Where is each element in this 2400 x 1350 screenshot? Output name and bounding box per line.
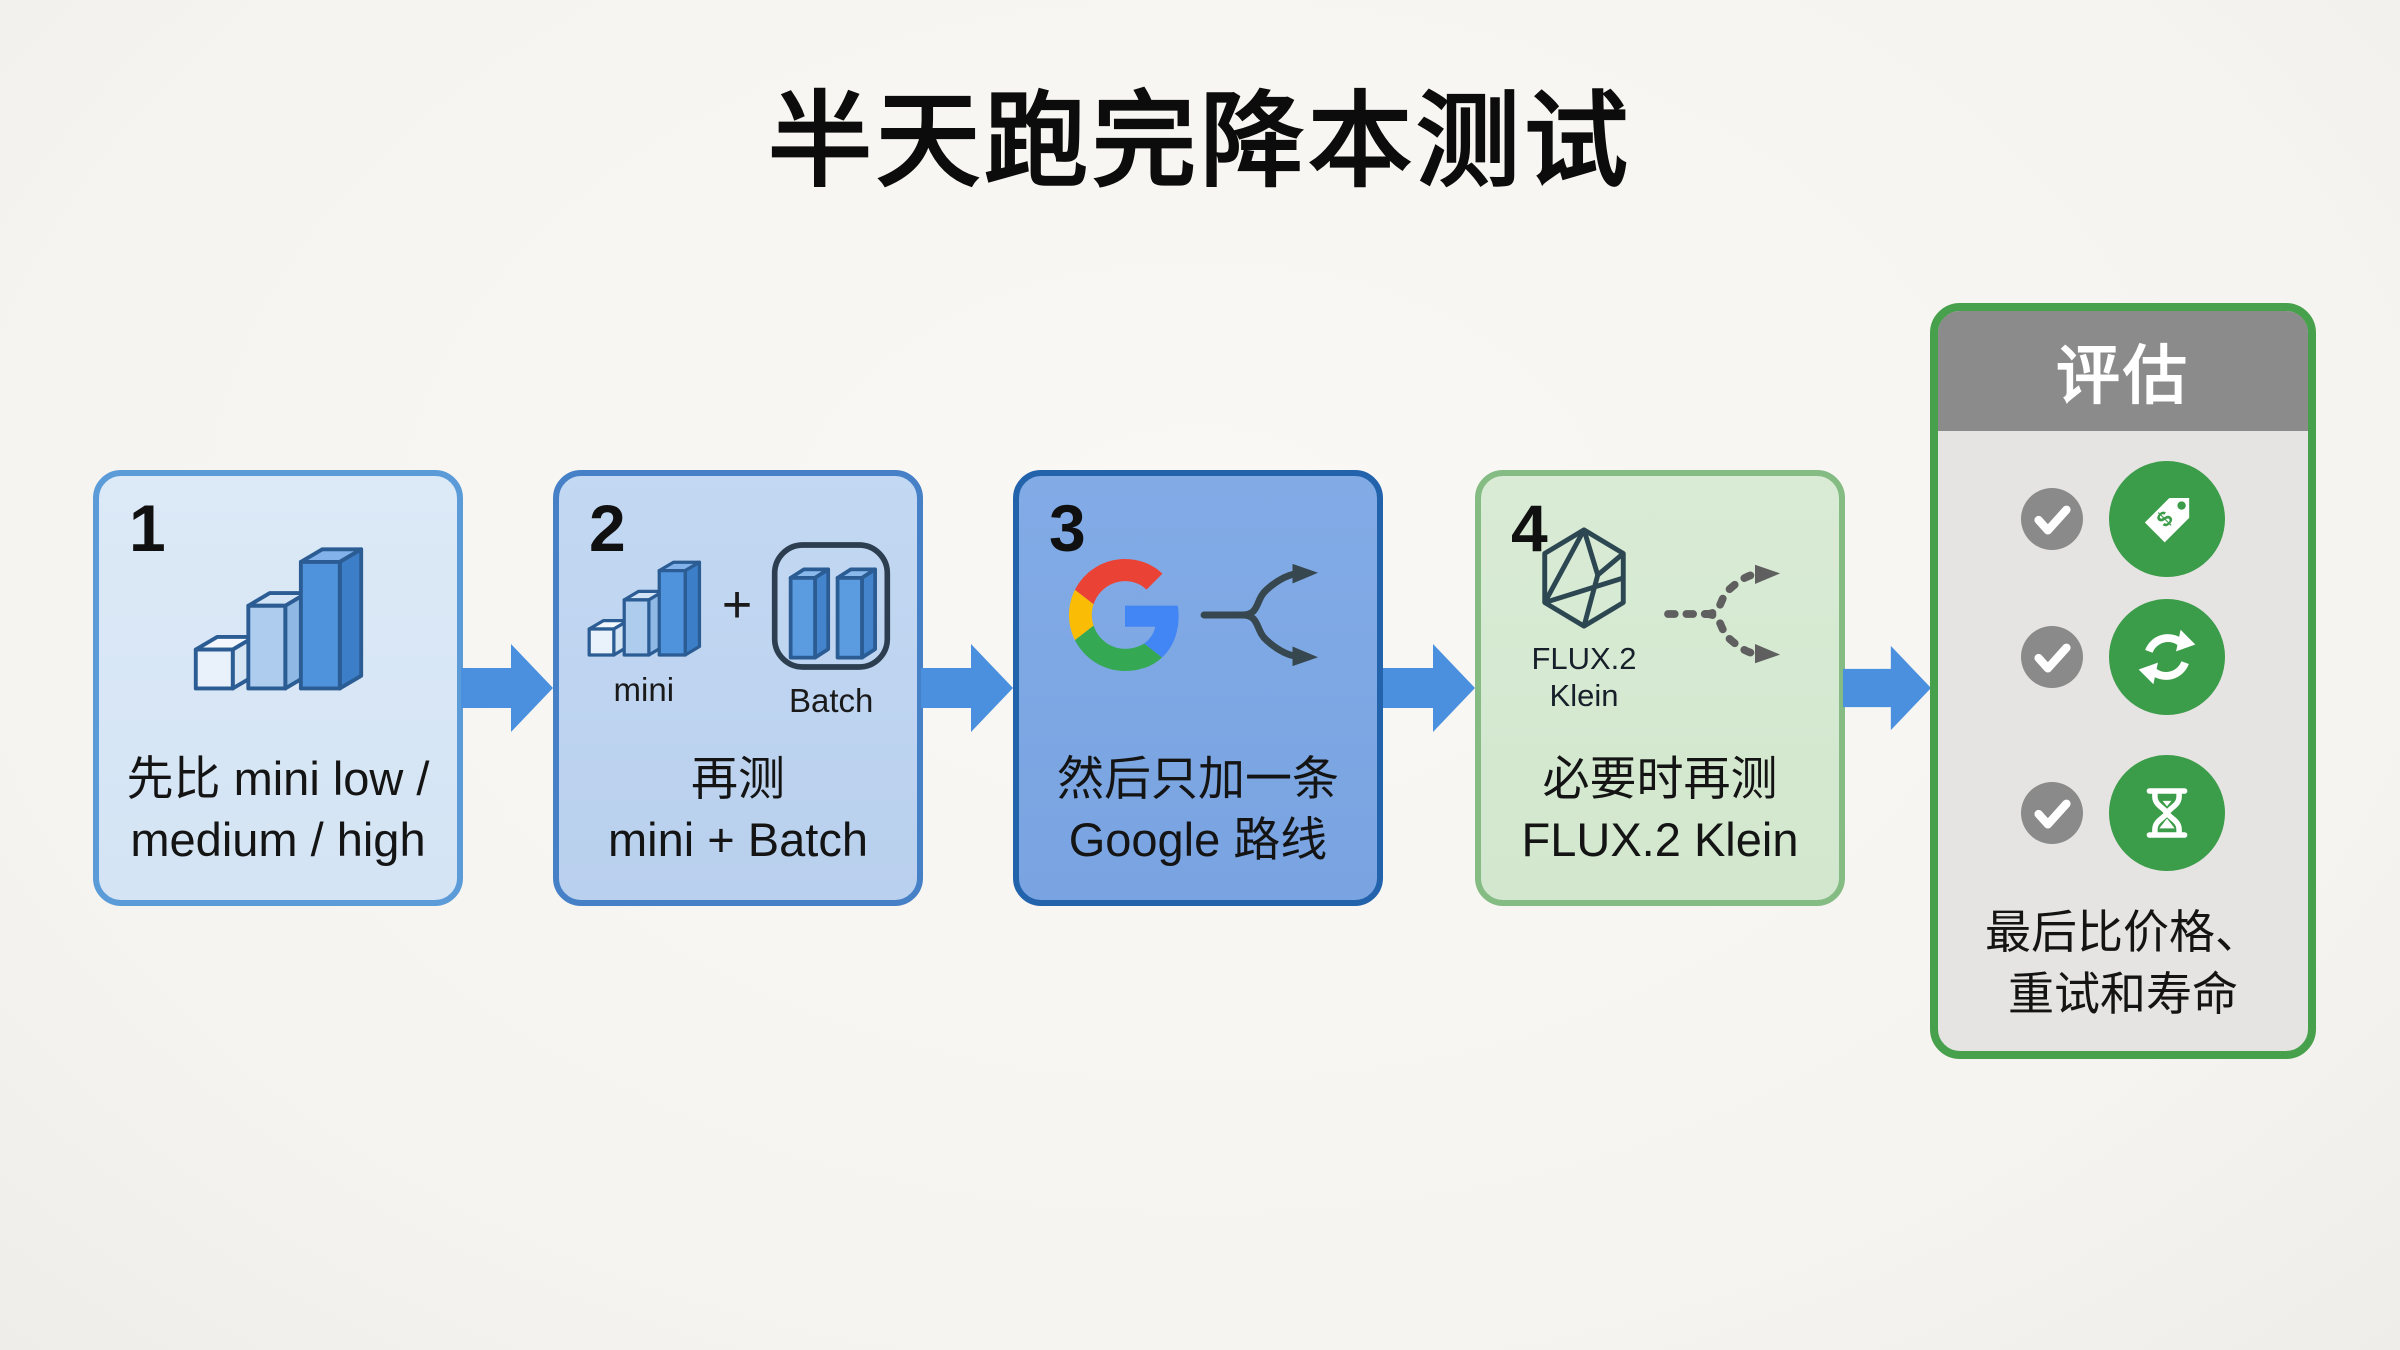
batch-icon-group: Batch <box>770 540 892 720</box>
step-2-number: 2 <box>589 491 626 565</box>
evaluation-caption: 最后比价格、 重试和寿命 <box>1938 901 2308 1025</box>
step-4-caption-line2: FLUX.2 Klein <box>1521 812 1799 866</box>
flow-arrow-1 <box>461 644 553 732</box>
checkmark-icon <box>2021 488 2083 550</box>
evaluation-caption-line1: 最后比价格、 <box>1985 905 2261 958</box>
flux-icon-group: FLUX.2 Klein <box>1531 524 1637 714</box>
step-3-caption-line1: 然后只加一条 <box>1057 751 1339 805</box>
evaluation-row-retry <box>1938 599 2308 715</box>
step-1-caption-line1: 先比 mini low / <box>126 751 430 805</box>
evaluation-header: 评估 <box>1938 311 2308 431</box>
dashed-fork-split-arrow-icon <box>1663 564 1780 664</box>
step-2-card: 2 mini + <box>553 470 923 906</box>
checkmark-icon <box>2021 626 2083 688</box>
fork-split-arrow-icon <box>1200 563 1319 667</box>
checkmark-icon <box>2021 782 2083 844</box>
step-2-icon-row: mini + Batch <box>559 520 917 719</box>
bar-growth-icon <box>193 547 364 691</box>
flow-arrow-3 <box>1383 644 1475 732</box>
flow-arrow-4 <box>1843 645 1931 731</box>
bar-growth-icon <box>587 560 701 657</box>
refresh-icon <box>2109 599 2225 715</box>
step-3-icon-row <box>1019 520 1377 710</box>
flux-label-line2: Klein <box>1549 678 1619 714</box>
evaluation-caption-line2: 重试和寿命 <box>2008 967 2238 1020</box>
step-4-caption-line1: 必要时再测 <box>1542 751 1778 805</box>
step-3-card: 3 然后只加一条 Google 路线 <box>1013 470 1383 906</box>
evaluation-row-lifetime <box>1938 755 2308 871</box>
step-1-icon-row <box>99 520 457 710</box>
step-4-card: 4 FLUX.2 Klein <box>1475 470 1845 906</box>
flux-label-line1: FLUX.2 <box>1531 641 1637 676</box>
price-tag-icon: $ <box>2109 461 2225 577</box>
step-2-caption: 再测 mini + Batch <box>559 748 917 870</box>
batch-label: Batch <box>788 682 874 719</box>
step-4-number: 4 <box>1511 491 1548 565</box>
plus-sign: + <box>721 576 753 634</box>
flow-arrow-2 <box>921 644 1013 732</box>
flux-hexagon-logo <box>1542 527 1626 629</box>
page-title: 半天跑完降本测试 <box>767 84 1632 200</box>
batch-bars-icon <box>772 542 891 670</box>
step-3-caption-line2: Google 路线 <box>1068 812 1328 866</box>
step-1-caption: 先比 mini low / medium / high <box>99 748 457 870</box>
flux-label: FLUX.2 Klein <box>1531 640 1636 714</box>
mini-label: mini <box>613 671 675 708</box>
step-3-caption: 然后只加一条 Google 路线 <box>1019 748 1377 870</box>
step-2-caption-line1: 再测 <box>691 751 785 805</box>
step-4-icon-row: FLUX.2 Klein <box>1481 512 1839 742</box>
step-1-number: 1 <box>129 491 166 565</box>
evaluation-panel: 评估 $ <box>1930 303 2316 1059</box>
step-3-number: 3 <box>1049 491 1086 565</box>
step-2-caption-line2: mini + Batch <box>608 812 868 866</box>
step-4-caption: 必要时再测 FLUX.2 Klein <box>1481 748 1839 870</box>
step-1-caption-line2: medium / high <box>130 812 426 866</box>
mini-icon-group: mini <box>584 551 704 709</box>
google-logo <box>1069 559 1179 671</box>
evaluation-row-price: $ <box>1938 461 2308 577</box>
hourglass-icon <box>2109 755 2225 871</box>
step-1-card: 1 先比 mini low / medium / high <box>93 470 463 906</box>
